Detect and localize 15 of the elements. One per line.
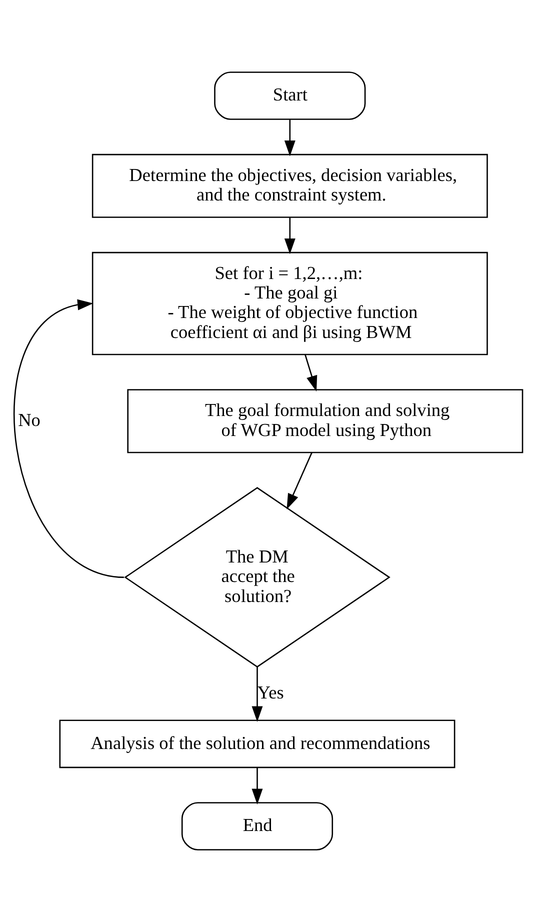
node-box: End <box>181 802 334 850</box>
node-diamond: The DM accept the solution? <box>124 487 390 668</box>
node-box: Determine the objectives, decision variables, and the constraint system. <box>92 154 488 218</box>
arrow <box>252 768 263 804</box>
node-box: The goal formulation and solving of WGP model using Python <box>127 389 524 454</box>
arrow <box>284 217 296 254</box>
node-box: Analysis of the solution and recommendations <box>59 720 456 768</box>
arrow <box>284 120 296 156</box>
arrow <box>252 666 263 722</box>
edge-label: No <box>18 410 40 430</box>
node-box: Set for i = 1,2,…,m: - The goal gi - The weight of objective function coefficient αi and βi using BWM <box>92 252 488 356</box>
node-box: Start <box>214 72 366 120</box>
arrow <box>14 299 124 578</box>
arrow <box>286 452 312 510</box>
arrow <box>304 354 318 392</box>
